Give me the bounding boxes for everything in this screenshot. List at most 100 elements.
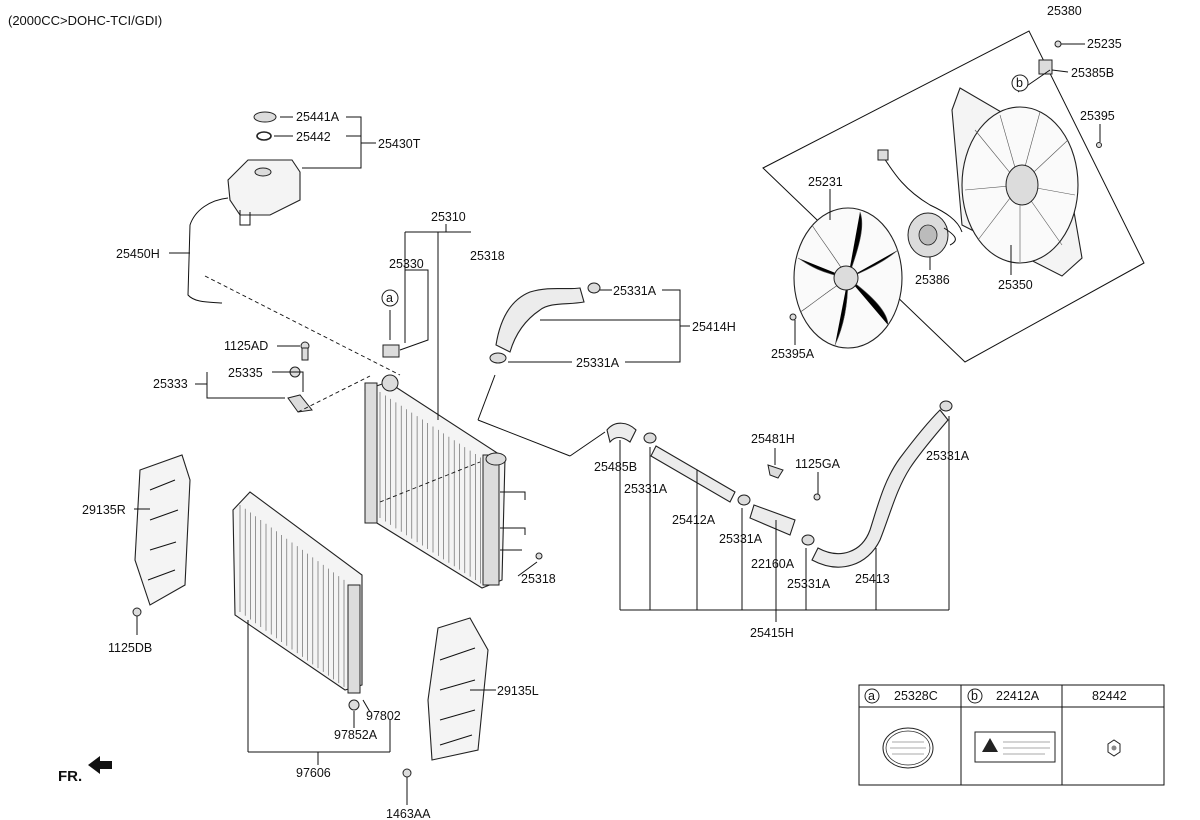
clamp-lower-4 xyxy=(939,400,953,412)
label-25333: 25333 xyxy=(153,377,188,391)
label-25331A-5: 25331A xyxy=(719,532,763,546)
receiver-drier xyxy=(347,584,361,694)
label-1125GA: 1125GA xyxy=(795,457,841,471)
bolt-1463AA xyxy=(402,768,412,778)
upper-hose-group: 25331A 25414H 25331A xyxy=(477,282,736,457)
clip-25395A xyxy=(789,313,797,321)
radiator-right-tank xyxy=(482,454,500,586)
label-25235: 25235 xyxy=(1087,37,1122,51)
clamp-lower-1 xyxy=(643,432,657,444)
label-25442: 25442 xyxy=(296,130,331,144)
legend-table: a 25328C b 22412A 82442 xyxy=(858,684,1165,786)
label-25310: 25310 xyxy=(431,210,466,224)
label-25415H: 25415H xyxy=(750,626,794,640)
label-25385B: 25385B xyxy=(1071,66,1114,80)
reservoir-group: 25441A 25442 25430T 25450H xyxy=(116,110,421,376)
air-guard-29135R xyxy=(134,454,191,606)
label-25485B: 25485B xyxy=(594,460,637,474)
label-25412A: 25412A xyxy=(672,513,716,527)
bolt-25235 xyxy=(1054,40,1062,48)
condenser-fins xyxy=(239,505,345,687)
label-25414H: 25414H xyxy=(692,320,736,334)
label-25450H: 25450H xyxy=(116,247,160,261)
legend-a-marker xyxy=(864,688,880,704)
radiator-group: 25310 25318 25330 1125AD 25335 25333 253… xyxy=(153,210,556,589)
label-25386: 25386 xyxy=(915,273,950,287)
label-25331A-4: 25331A xyxy=(926,449,970,463)
bracket-25333 xyxy=(287,394,313,413)
cooling-fan xyxy=(793,207,903,349)
label-1463AA: 1463AA xyxy=(386,807,431,820)
bracket-25481H xyxy=(767,464,784,479)
label-1125DB: 1125DB xyxy=(108,641,152,655)
reservoir-tank xyxy=(227,159,301,216)
engine-note: (2000CC>DOHC-TCI/GDI) xyxy=(8,13,162,28)
clamp-upper-1 xyxy=(587,282,601,294)
clamp-lower-2 xyxy=(737,494,751,506)
legend-c-part: 82442 xyxy=(1092,689,1127,703)
fan-assembly-group: 25380 25235 25385B 25395 25231 25386 253… xyxy=(762,4,1145,363)
callout-b-marker xyxy=(1011,74,1029,92)
label-25413: 25413 xyxy=(855,572,890,586)
label-29135L: 29135L xyxy=(497,684,539,698)
label-25331A-1: 25331A xyxy=(613,284,657,298)
air-guard-29135L xyxy=(427,617,489,761)
hose-25412A xyxy=(650,445,736,503)
label-25331A-6: 25331A xyxy=(787,577,831,591)
upper-radiator-hose xyxy=(495,287,585,353)
label-25395A: 25395A xyxy=(771,347,815,361)
front-direction-indicator: FR. xyxy=(58,756,112,785)
label-97852A: 97852A xyxy=(334,728,378,742)
label-25380: 25380 xyxy=(1047,4,1082,18)
clamp-lower-3 xyxy=(801,534,815,546)
label-97802: 97802 xyxy=(366,709,401,723)
callout-a-marker xyxy=(381,289,399,307)
label-22160A: 22160A xyxy=(751,557,795,571)
radiator-fins xyxy=(379,392,487,587)
legend-a-part: 25328C xyxy=(894,689,938,703)
radiator-left-tank xyxy=(364,382,378,524)
bolt-1125DB xyxy=(132,607,142,617)
front-label: FR. xyxy=(58,768,82,785)
drier-cap-97852A xyxy=(348,699,360,711)
clamp-upper-2 xyxy=(489,352,507,364)
legend-b-marker xyxy=(967,688,983,704)
legend-a-marker-text: a xyxy=(868,689,875,703)
label-29135R: 29135R xyxy=(82,503,126,517)
caution-triangle-icon xyxy=(982,738,998,752)
condenser-group: 29135R 1125DB 97802 97852A 97606 29135L … xyxy=(82,454,539,820)
label-97606: 97606 xyxy=(296,766,331,780)
label-25331A-3: 25331A xyxy=(624,482,668,496)
callout-a-text: a xyxy=(386,291,393,305)
reservoir-seal xyxy=(256,131,272,141)
lower-hose-group: 25485B 25331A 25331A 25481H 1125GA 25412… xyxy=(594,400,970,640)
label-25318-bottom: 25318 xyxy=(521,572,556,586)
label-25350: 25350 xyxy=(998,278,1033,292)
callout-b-text: b xyxy=(1016,76,1023,90)
hose-fitting-25485B xyxy=(606,422,637,444)
label-25331A-2: 25331A xyxy=(576,356,620,370)
connector-25385B xyxy=(1038,59,1053,75)
legend-b-marker-text: b xyxy=(971,689,978,703)
hose-25413 xyxy=(811,409,949,568)
pipe-22160A xyxy=(749,504,796,536)
label-sticker-25330 xyxy=(382,344,400,358)
label-25318-top: 25318 xyxy=(470,249,505,263)
bolt-1125GA xyxy=(813,493,821,501)
fan-shroud xyxy=(951,87,1083,277)
label-25441A: 25441A xyxy=(296,110,340,124)
fan-motor xyxy=(877,149,963,258)
screw-25395 xyxy=(1096,142,1102,148)
legend-b-part: 22412A xyxy=(996,689,1040,703)
label-25395: 25395 xyxy=(1080,109,1115,123)
label-25335: 25335 xyxy=(228,366,263,380)
label-25231: 25231 xyxy=(808,175,843,189)
label-25481H: 25481H xyxy=(751,432,795,446)
label-25330: 25330 xyxy=(389,257,424,271)
label-1125AD: 1125AD xyxy=(224,339,268,353)
label-25430T: 25430T xyxy=(378,137,421,151)
front-arrow-icon xyxy=(88,756,112,774)
reservoir-cap xyxy=(253,111,277,123)
bolt-25318-bottom xyxy=(535,552,543,560)
